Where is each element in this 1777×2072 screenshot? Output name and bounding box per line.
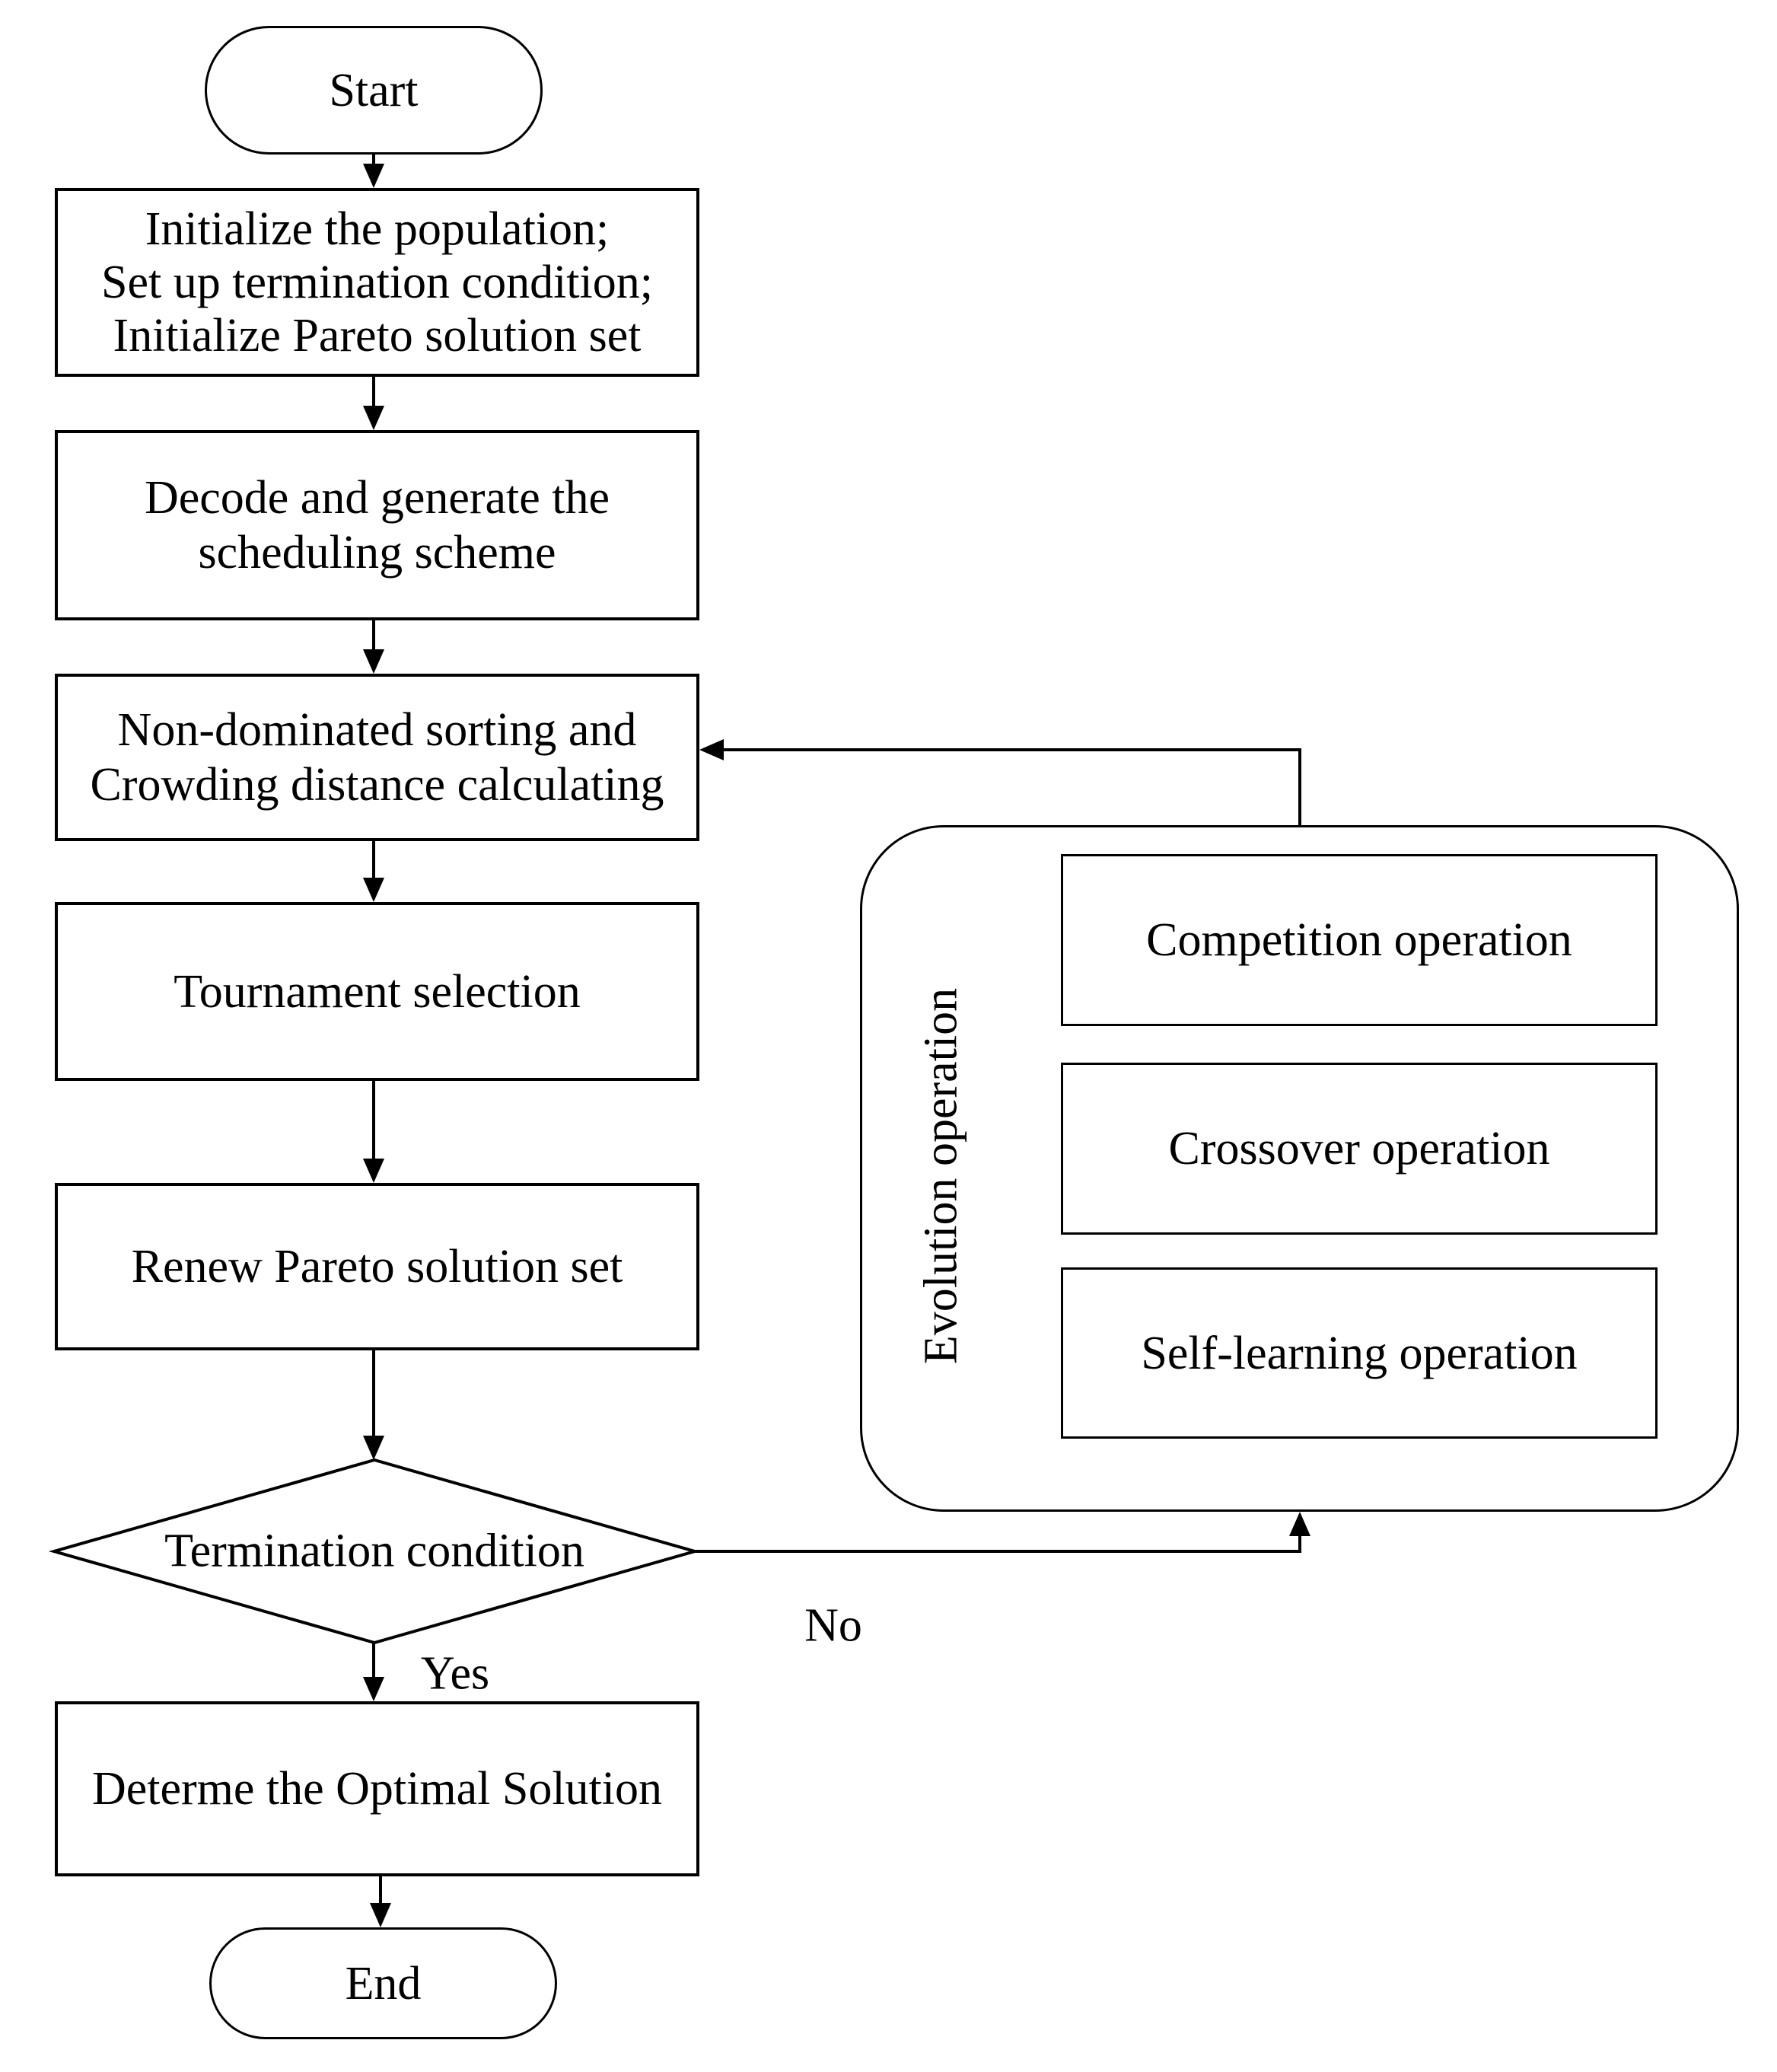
- termination-diamond-label: Termination condition: [164, 1525, 584, 1579]
- competition-operation-node: Competition operation: [1061, 854, 1658, 1026]
- crossover-operation-label: Crossover operation: [1168, 1123, 1550, 1175]
- start-node: Start: [205, 26, 543, 155]
- yes-branch-label: Yes: [421, 1647, 489, 1701]
- tournament-node: Tournament selection: [55, 902, 699, 1081]
- competition-operation-label: Competition operation: [1146, 914, 1572, 966]
- determine-node: Determe the Optimal Solution: [55, 1701, 699, 1876]
- self-learning-operation-label: Self-learning operation: [1141, 1327, 1578, 1379]
- end-label: End: [345, 1957, 422, 2010]
- arrow-renew-to-termination: [363, 1350, 384, 1460]
- arrow-start-to-initialize: [363, 155, 384, 188]
- initialize-line-2: Set up termination condition;: [101, 257, 653, 308]
- initialize-line-1: Initialize the population;: [145, 203, 610, 255]
- no-label: No: [804, 1599, 862, 1652]
- termination-label: Termination condition: [164, 1525, 584, 1577]
- no-branch-label: No: [804, 1599, 862, 1653]
- sorting-line-2: Crowding distance calculating: [90, 759, 664, 811]
- evolution-label-text: Evolution operation: [915, 987, 967, 1365]
- arrow-determine-to-end: [370, 1876, 391, 1927]
- arrow-termination-no-to-evolution: [695, 1512, 1310, 1553]
- sorting-node: Non-dominated sorting and Crowding dista…: [55, 674, 699, 841]
- initialize-line-3: Initialize Pareto solution set: [113, 310, 642, 362]
- yes-label: Yes: [420, 1647, 490, 1700]
- self-learning-operation-node: Self-learning operation: [1061, 1267, 1658, 1439]
- tournament-label: Tournament selection: [174, 965, 581, 1018]
- initialize-node: Initialize the population; Set up termin…: [55, 188, 699, 377]
- evolution-group-label: Evolution operation: [915, 988, 969, 1364]
- sorting-line-1: Non-dominated sorting and: [117, 704, 637, 756]
- arrow-evolution-to-sorting: [699, 739, 1301, 825]
- start-label: Start: [329, 64, 419, 116]
- decode-line-2: scheduling scheme: [198, 527, 556, 579]
- termination-diamond-shape: [48, 1458, 701, 1645]
- crossover-operation-node: Crossover operation: [1061, 1063, 1658, 1235]
- arrow-decode-to-sorting: [363, 620, 384, 674]
- determine-label: Determe the Optimal Solution: [91, 1763, 663, 1815]
- decode-line-1: Decode and generate the: [144, 472, 610, 524]
- arrow-tournament-to-renew: [363, 1081, 384, 1183]
- end-node: End: [209, 1927, 557, 2039]
- renew-label: Renew Pareto solution set: [131, 1241, 623, 1293]
- arrow-sorting-to-tournament: [363, 841, 384, 902]
- arrow-initialize-to-decode: [363, 377, 384, 430]
- decode-node: Decode and generate the scheduling schem…: [55, 430, 699, 620]
- arrow-termination-yes: [363, 1643, 384, 1701]
- renew-node: Renew Pareto solution set: [55, 1183, 699, 1350]
